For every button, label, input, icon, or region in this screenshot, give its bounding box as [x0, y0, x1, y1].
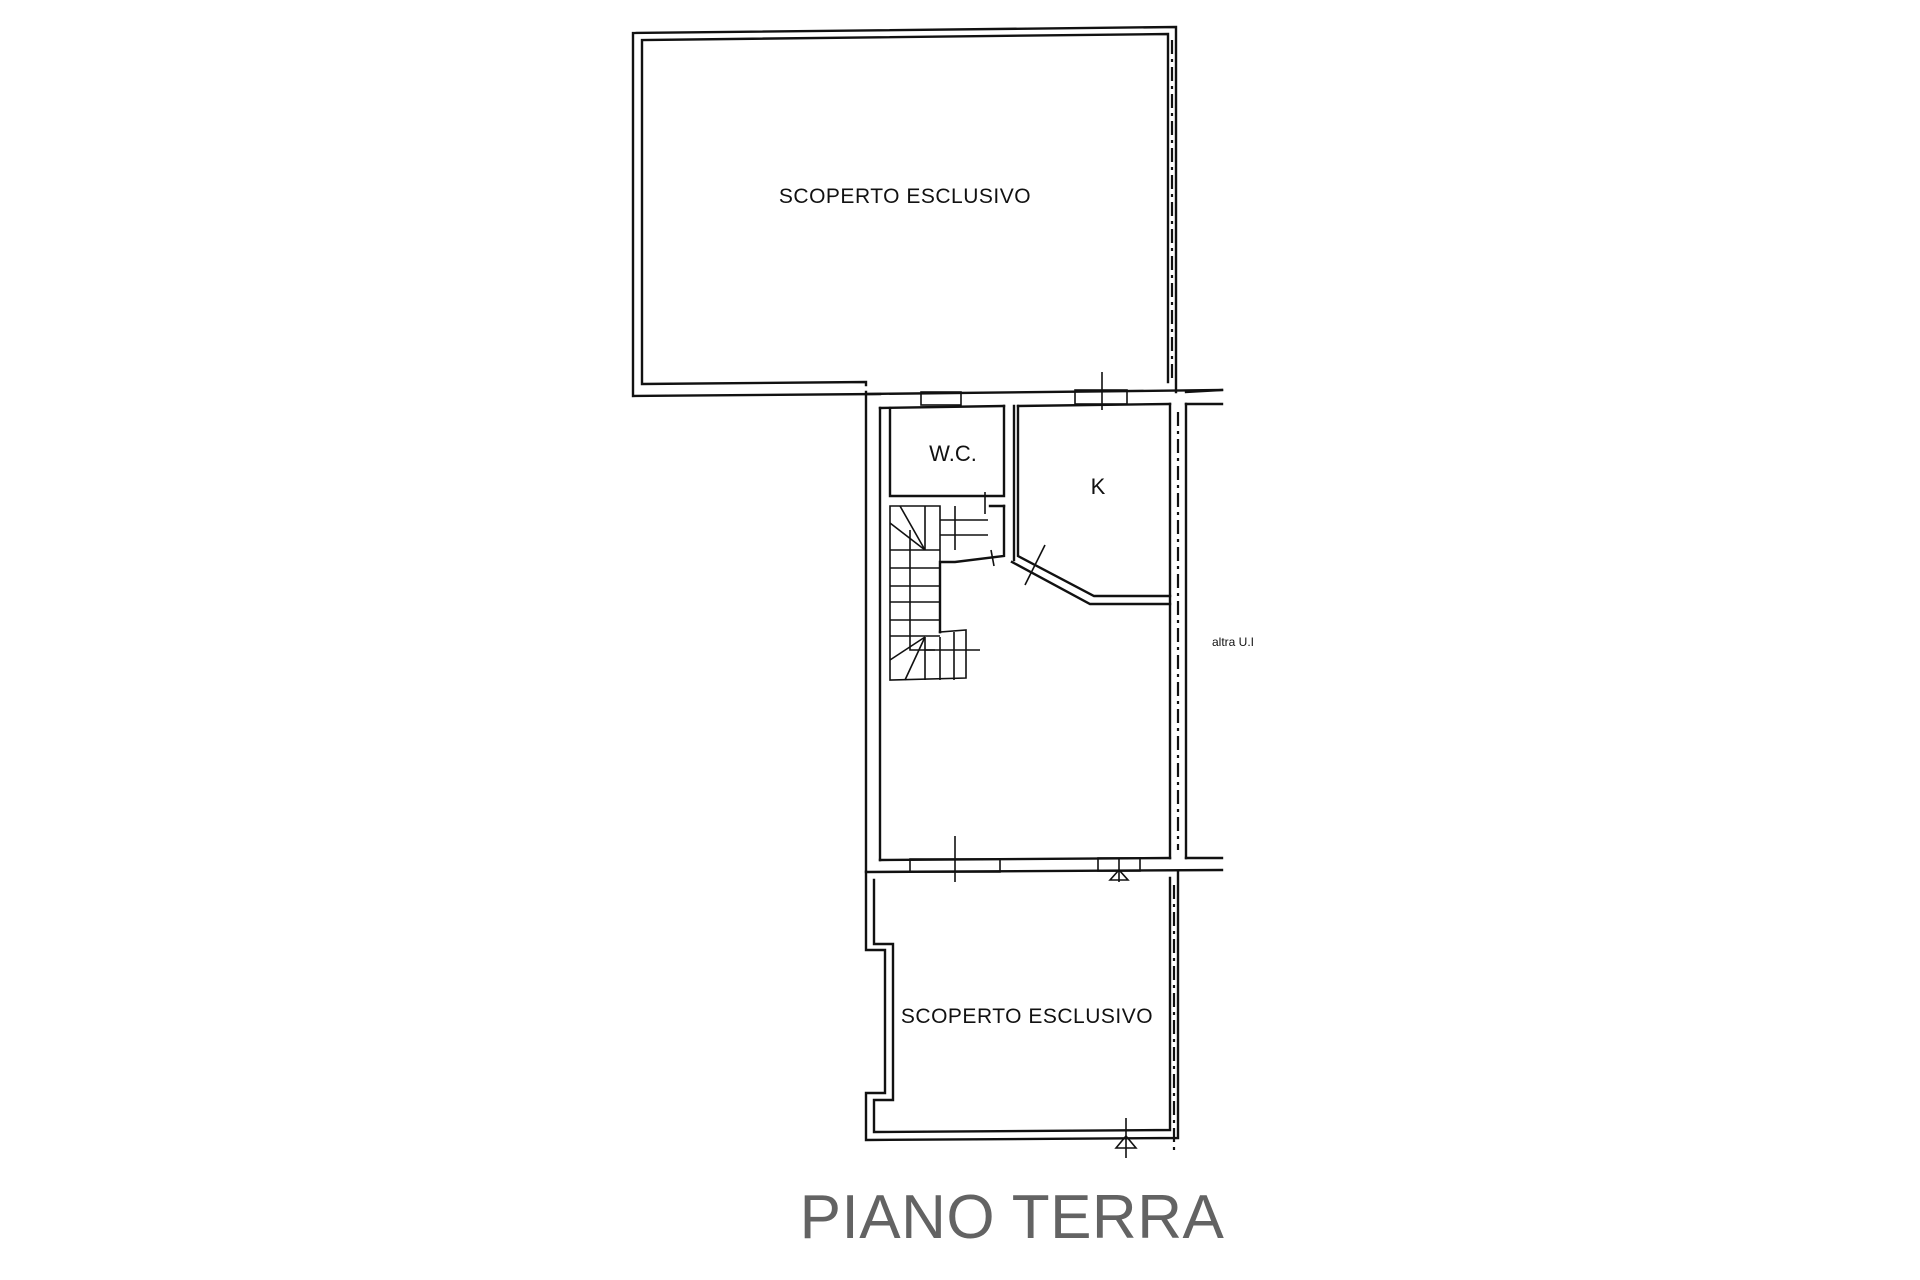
floor-title: PIANO TERRA [799, 1183, 1225, 1252]
top-yard-label: SCOPERTO ESCLUSIVO [779, 185, 1031, 208]
stair-treads [890, 549, 940, 637]
staircase [889, 505, 988, 681]
bottom-yard-inner-wall [872, 876, 1172, 1134]
neighbor-unit-label: altra U.I [1212, 635, 1254, 649]
hall-wall [938, 504, 1006, 634]
top-yard-outer-wall [631, 25, 1178, 398]
hall-door-mark-2 [990, 549, 995, 567]
stair-landing-top [924, 506, 988, 550]
house: W.C. K [864, 372, 1224, 882]
bottom-yard-label: SCOPERTO ESCLUSIVO [901, 1005, 1153, 1028]
kitchen-door-mark [1024, 544, 1046, 586]
window-kitchen [1074, 389, 1128, 405]
wc-label: W.C. [929, 441, 977, 466]
house-top-wall [864, 388, 1224, 396]
top-yard: SCOPERTO ESCLUSIVO [631, 25, 1178, 398]
top-yard-inner-wall [640, 32, 1170, 387]
room-wc: W.C. [888, 404, 1016, 562]
bottom-yard: SCOPERTO ESCLUSIVO [864, 870, 1180, 1158]
entry-arrow-icon [1108, 868, 1130, 881]
wc-walls [888, 404, 1006, 498]
window-wc [920, 391, 962, 406]
stair-treads-lower [924, 632, 980, 680]
kitchen-label: K [1091, 474, 1106, 499]
stair-winders [889, 505, 926, 681]
neighbor-boundary-top [1184, 388, 1224, 394]
kitchen-walls [1016, 404, 1172, 598]
hall-wall-inner [938, 504, 1006, 634]
gate-arrow-icon [1114, 1134, 1138, 1149]
room-kitchen: K [1010, 404, 1172, 606]
kitchen-slanted-wall [1010, 560, 1172, 606]
stair-outline [889, 505, 967, 681]
house-top-wall-inner [878, 402, 1224, 410]
